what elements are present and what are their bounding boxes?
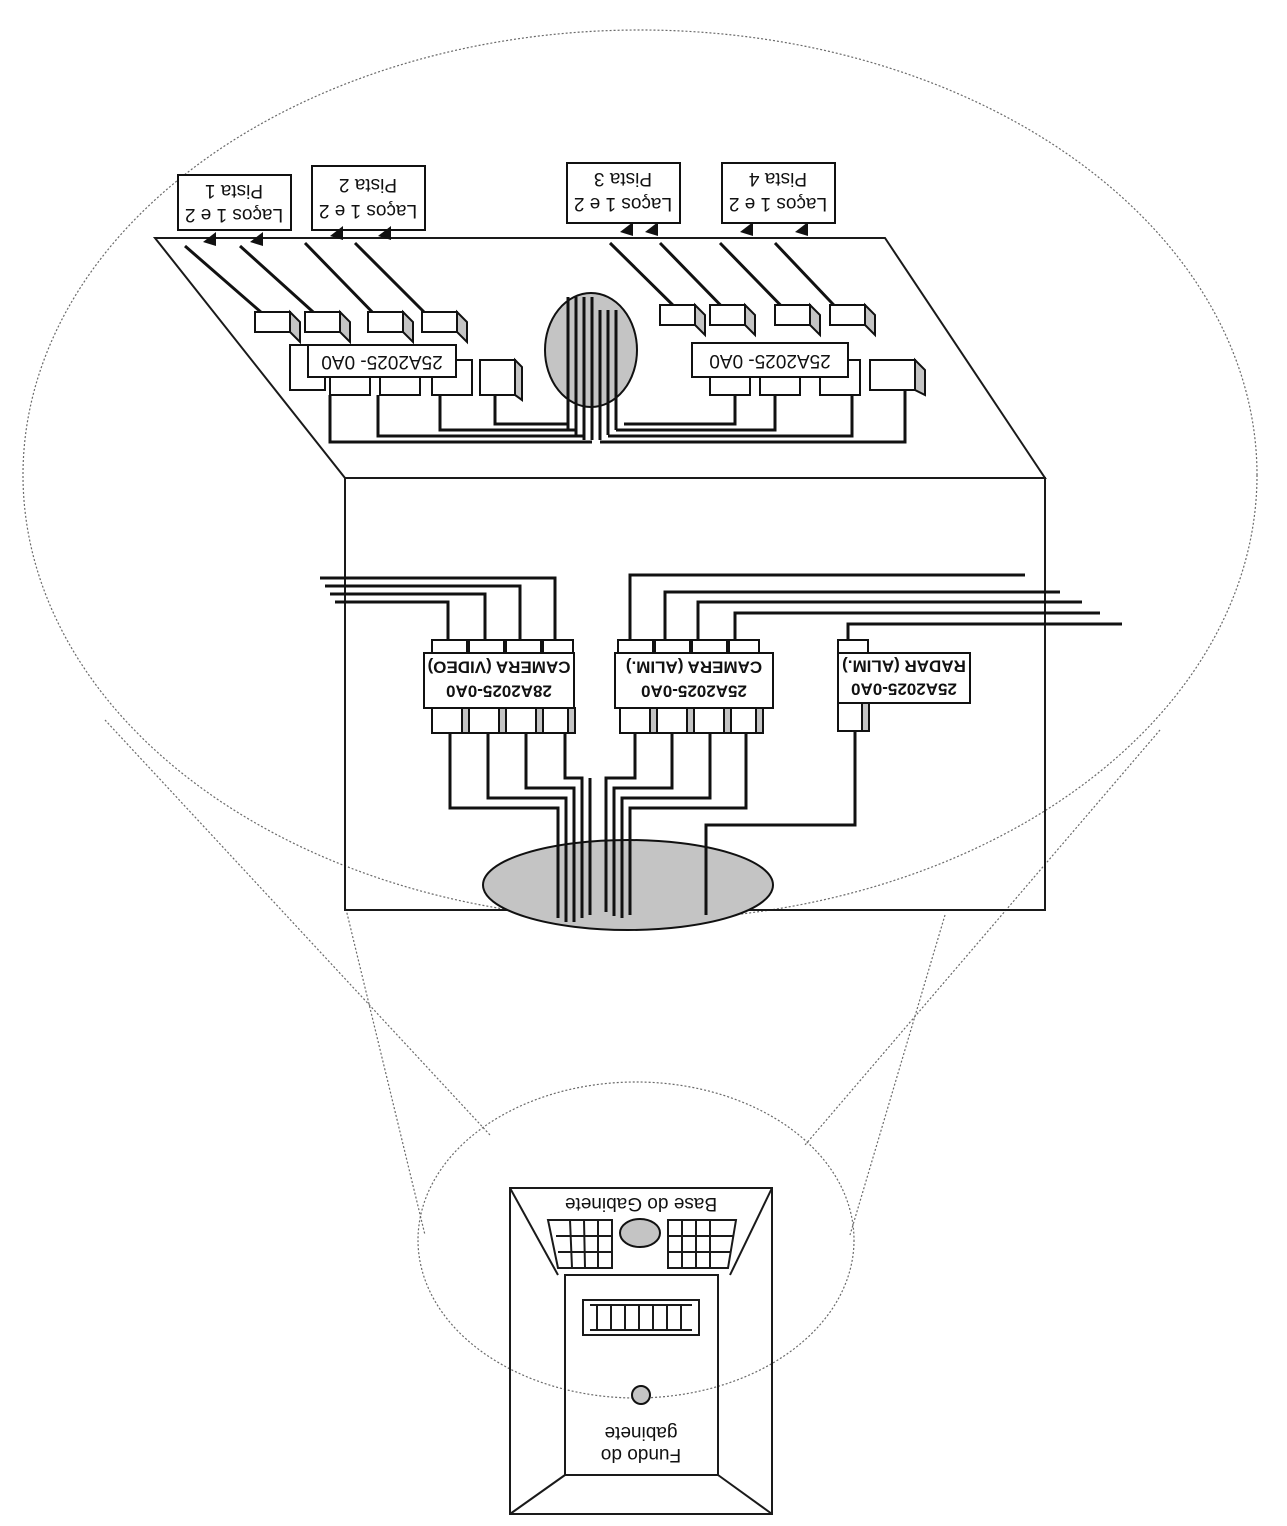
- lane-label-pista-3: Pista 3 Laços 1 e 2: [566, 162, 681, 224]
- loop-module-right: 25A2025- 0A0: [659, 302, 926, 397]
- camera-alim-name: CAMERA (ALIM.): [626, 658, 762, 677]
- lacos-1-text: Laços 1 e 2: [185, 204, 283, 225]
- radar-alim-name: RADAR (ALIM.): [842, 657, 966, 676]
- cable-hole-bottom: [631, 1385, 651, 1405]
- lower-input-wires: [320, 573, 1122, 640]
- bottom-cable-passage: [482, 839, 774, 931]
- cabinet-bottom-label-2: Fundo do: [601, 1444, 681, 1465]
- cabinet-bottom-label-1: gabinete: [605, 1422, 678, 1443]
- top-cable-passage: [544, 292, 638, 440]
- cable-hole-top: [619, 1218, 661, 1248]
- lane-label-pista-2: Pista 2 Laços 1 e 2: [311, 165, 426, 231]
- pista-4-text: Pista 4: [749, 168, 808, 189]
- radar-alim-part: 25A2025-0A0: [851, 680, 957, 699]
- lane-label-pista-1: Pista 1 Laços 1 e 2: [177, 174, 292, 231]
- cabinet-base-label: Base do Gabinete: [565, 1193, 717, 1214]
- loop-module-right-label: 25A2025- 0A0: [709, 350, 831, 371]
- loop-module-left-label: 25A2025- 0A0: [321, 351, 443, 372]
- lane-label-pista-4: Pista 4 Laços 1 e 2: [721, 162, 836, 224]
- lacos-2-text: Laços 1 e 2: [319, 200, 417, 221]
- pista-1-text: Pista 1: [205, 180, 263, 201]
- left-grid-panel: [546, 1219, 613, 1269]
- top-bus-wires: [328, 390, 907, 444]
- camera-video-part: 28A2025-0A0: [446, 682, 552, 701]
- module-camera-alim: CAMERA (ALIM.) 25A2025-0A0: [614, 639, 774, 734]
- module-radar-alim: RADAR (ALIM.) 25A2025-0A0: [837, 639, 971, 732]
- camera-video-name: CAMERA (VIDEO): [428, 658, 571, 677]
- cabinet-overview: Base do Gabinete: [509, 1187, 773, 1515]
- right-grid-panel: [667, 1219, 738, 1269]
- camera-alim-part: 25A2025-0A0: [641, 682, 747, 701]
- loop-arrowheads: [203, 222, 808, 246]
- pista-3-text: Pista 3: [594, 168, 652, 189]
- terminal-strip: [582, 1299, 700, 1336]
- lacos-3-text: Laços 1 e 2: [574, 193, 672, 214]
- lacos-4-text: Laços 1 e 2: [729, 193, 827, 214]
- module-camera-video: CAMERA (VIDEO) 28A2025-0A0: [423, 639, 576, 734]
- lower-output-wires: [448, 731, 857, 922]
- pista-2-text: Pista 2: [339, 174, 397, 195]
- loop-module-left: 25A2025- 0A0: [254, 309, 523, 402]
